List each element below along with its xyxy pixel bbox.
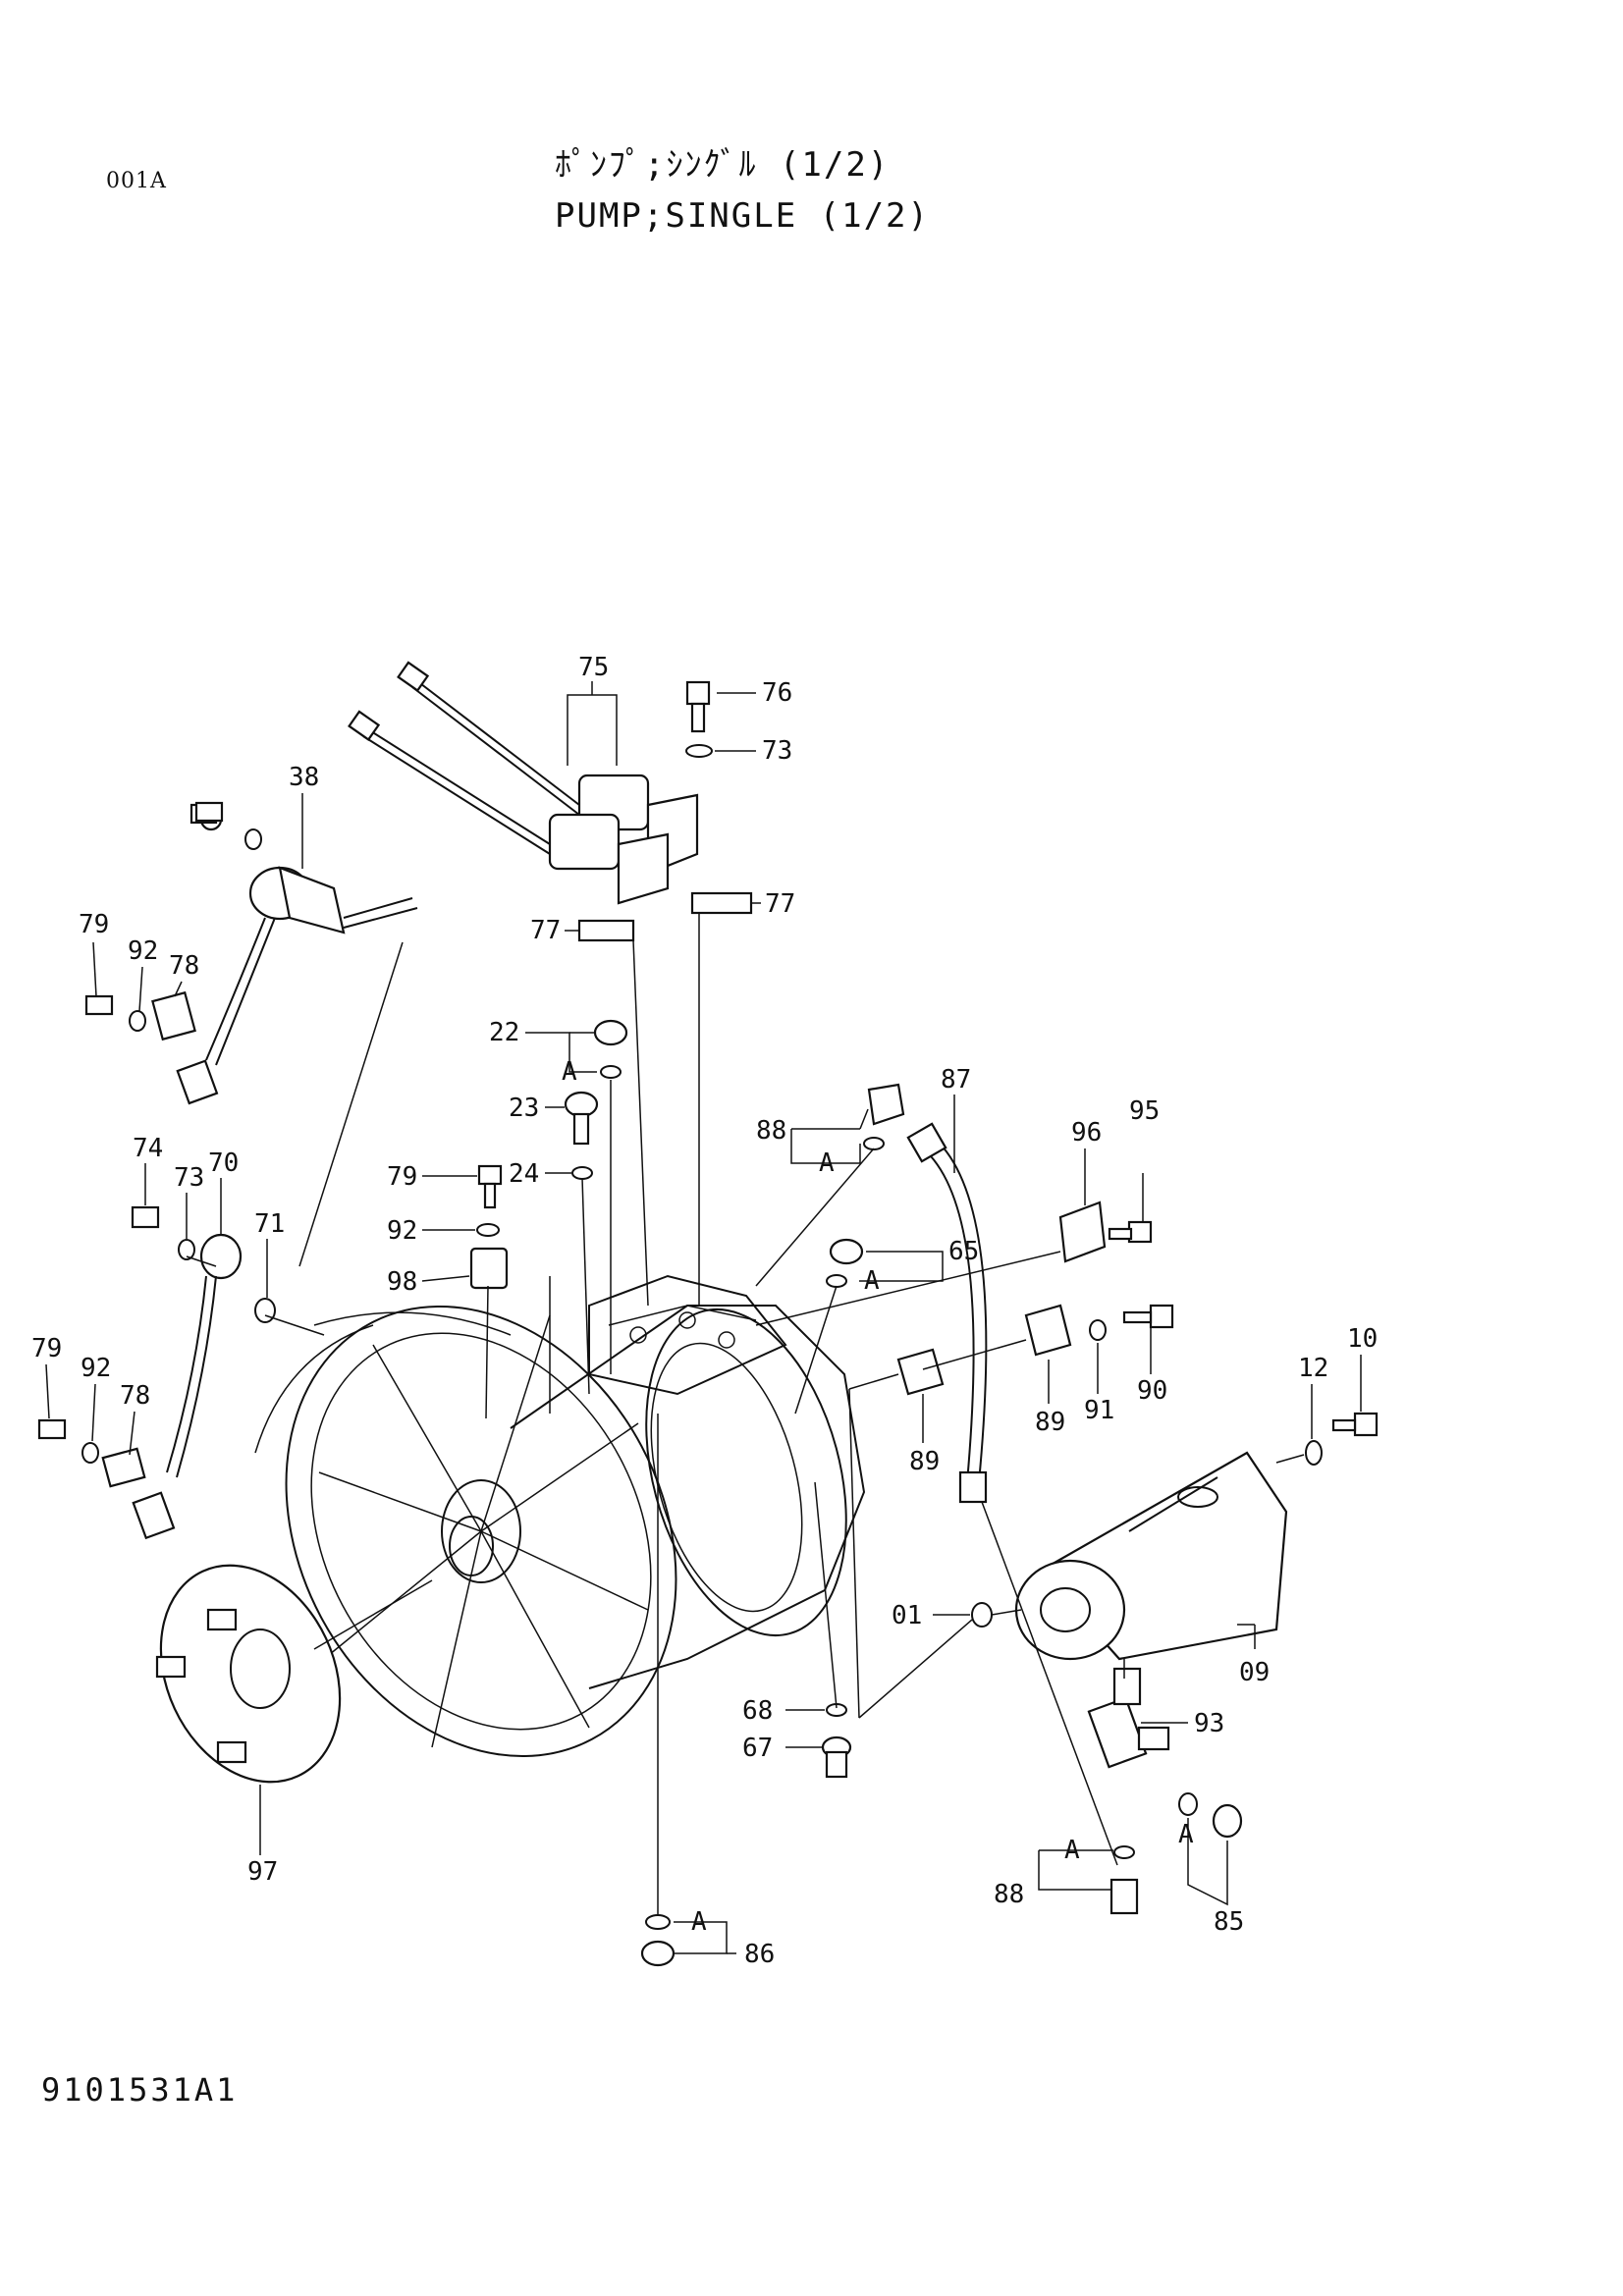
callout-67: 67 (742, 1734, 773, 1763)
callout-90: 90 (1137, 1376, 1167, 1406)
callout-92: 92 (128, 936, 158, 966)
callout-a: A (562, 1057, 577, 1087)
callout-79: 79 (387, 1162, 417, 1192)
callout-leaders (45, 681, 1362, 1954)
page-code: 001A (106, 169, 167, 193)
sensor-70 (132, 1233, 243, 1540)
callout-79: 79 (31, 1334, 62, 1363)
callout-77: 77 (530, 916, 561, 945)
callout-88: 88 (756, 1116, 786, 1146)
hose-87 (906, 1122, 988, 1504)
callout-88: 88 (994, 1880, 1024, 1909)
sensor-38 (176, 803, 418, 1267)
callout-85: 85 (1214, 1907, 1244, 1937)
callout-22: 22 (489, 1018, 519, 1047)
callout-96: 96 (1071, 1118, 1102, 1148)
callout-93: 93 (1194, 1709, 1224, 1738)
callout-24: 24 (509, 1159, 539, 1189)
callout-91: 91 (1084, 1396, 1114, 1425)
callout-73: 73 (174, 1163, 204, 1193)
coupling-97 (155, 1564, 433, 1784)
callout-97: 97 (247, 1857, 278, 1887)
callout-86: 86 (744, 1940, 775, 1969)
callout-74: 74 (133, 1134, 163, 1163)
leader-lines (186, 913, 1305, 1914)
callout-98: 98 (387, 1267, 417, 1297)
callout-23: 23 (509, 1094, 539, 1123)
gear-pump-09 (1014, 1451, 1288, 1661)
callout-89: 89 (909, 1447, 940, 1476)
callout-a: A (864, 1266, 880, 1296)
callout-70: 70 (208, 1148, 239, 1178)
callout-labels: 75 76 73 77 77 38 79 92 78 22 A 23 24 79… (31, 653, 1378, 1969)
callout-76: 76 (762, 678, 792, 708)
callout-87: 87 (941, 1065, 971, 1095)
callout-89: 89 (1035, 1408, 1065, 1437)
callout-a: A (691, 1907, 707, 1937)
callout-79: 79 (79, 910, 109, 939)
callout-a: A (819, 1148, 835, 1178)
solenoid-assembly-75 (348, 661, 699, 905)
callout-92: 92 (387, 1216, 417, 1246)
callout-10: 10 (1347, 1324, 1378, 1354)
drawing-number: 9101531A1 (41, 2071, 239, 2109)
callout-a: A (1064, 1836, 1080, 1865)
callout-71: 71 (254, 1209, 285, 1239)
callout-92: 92 (81, 1354, 111, 1383)
callout-12: 12 (1298, 1354, 1328, 1383)
callout-75: 75 (578, 653, 609, 682)
callout-65: 65 (948, 1237, 979, 1266)
small-parts (37, 680, 1379, 1967)
callout-09: 09 (1239, 1658, 1270, 1687)
callout-01: 01 (892, 1601, 922, 1630)
pump-housing (254, 1274, 866, 1758)
title-japanese: ﾎﾟﾝﾌﾟ;ｼﾝｸﾞﾙ (1/2) (555, 145, 891, 185)
callout-68: 68 (742, 1696, 773, 1726)
callout-73: 73 (762, 736, 792, 766)
callout-78: 78 (169, 951, 199, 981)
callout-38: 38 (289, 763, 319, 792)
callout-a: A (1178, 1820, 1194, 1849)
callout-77: 77 (765, 889, 795, 919)
callout-95: 95 (1129, 1096, 1160, 1126)
callout-78: 78 (120, 1381, 150, 1411)
title-english: PUMP;SINGLE (1/2) (555, 196, 930, 236)
